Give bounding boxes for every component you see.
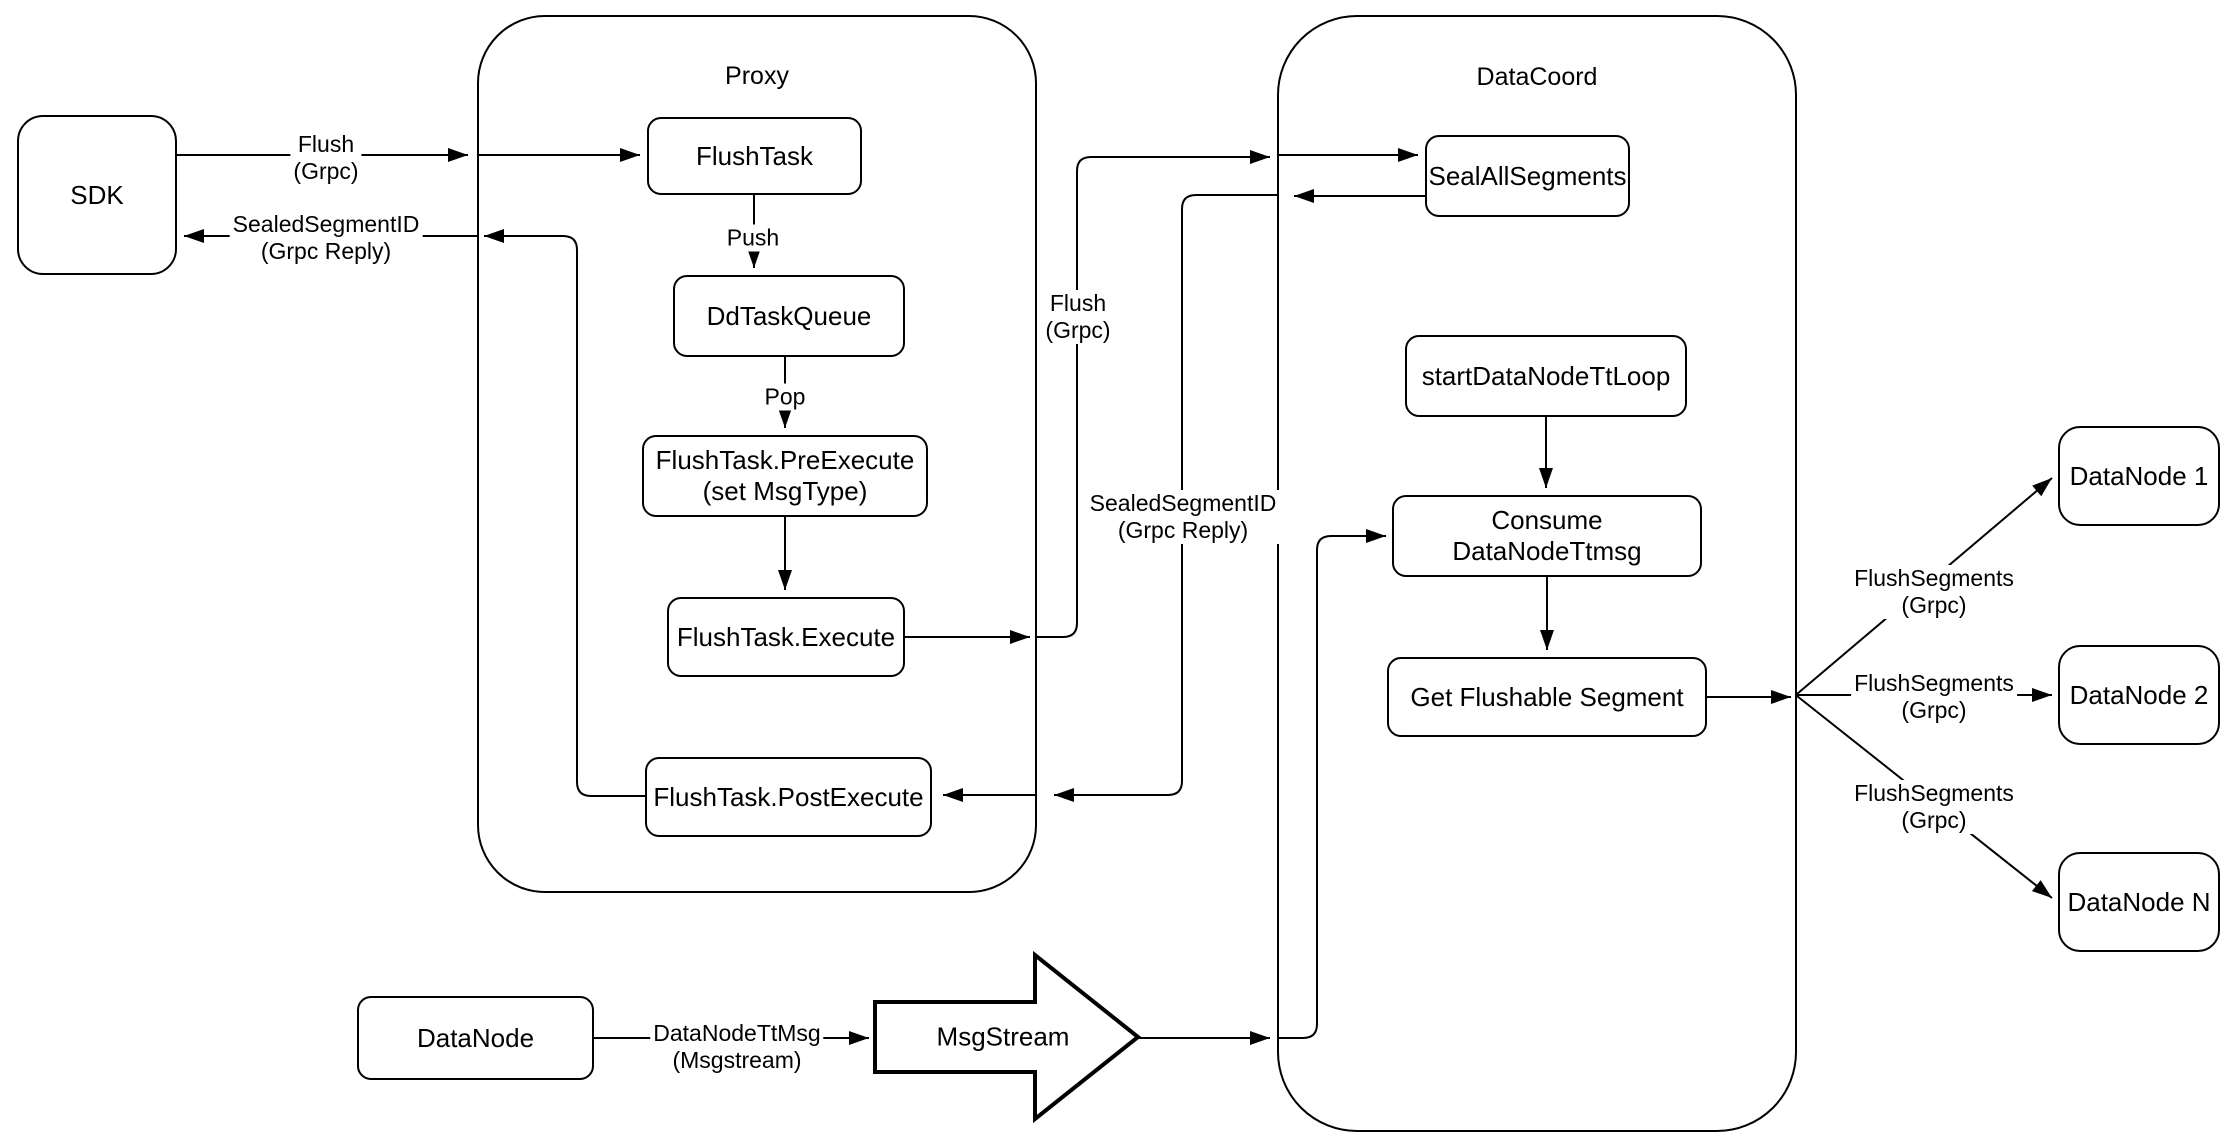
edge-label-datanodettmsg-line1: DataNodeTtMsg [653,1020,821,1046]
edge-label-flush-sdk: Flush (Grpc) [290,131,362,185]
node-flushtask: FlushTask [647,117,862,195]
edge-label-reply-mid-line1: SealedSegmentID [1089,490,1277,516]
edge-label-pop-text: Pop [764,383,806,410]
edge-label-reply-sdk-line1: SealedSegmentID [232,211,420,237]
node-datanode-source: DataNode [357,996,594,1080]
edge-label-flushsegments-1: FlushSegments (Grpc) [1851,565,2017,619]
node-datanode-1: DataNode 1 [2058,426,2220,526]
datacoord-container-title: DataCoord [1476,63,1598,91]
edge-label-reply-sdk: SealedSegmentID (Grpc Reply) [229,211,423,265]
edge-label-flushsegments-1-line1: FlushSegments [1854,565,2014,591]
node-sealallsegments-label: SealAllSegments [1428,160,1627,191]
edge-label-flushsegments-2: FlushSegments (Grpc) [1851,670,2017,724]
node-datanode-n: DataNode N [2058,852,2220,952]
node-postexecute-label: FlushTask.PostExecute [653,781,924,812]
msgstream-label: MsgStream [937,1022,1070,1053]
msgstream-label-text: MsgStream [936,1021,1070,1052]
node-datanode-n-label: DataNode N [2067,886,2211,917]
edge-label-flushsegments-3-line2: (Grpc) [1901,807,1967,833]
edge-label-push-text: Push [726,224,780,251]
edge-label-push: Push [723,224,783,252]
node-datanode-1-label: DataNode 1 [2069,460,2209,491]
node-sdk-label: SDK [70,179,124,210]
edge-label-flushsegments-1-line2: (Grpc) [1901,592,1967,618]
node-datanode-source-label: DataNode [416,1022,535,1053]
edge-datacoord-border-to-consume [1277,529,1386,1039]
node-preexecute-label-line2: (set MsgType) [702,476,868,506]
edge-label-flush-sdk-line2: (Grpc) [293,158,359,184]
datacoord-container [1277,15,1797,1132]
node-getflushablesegment: Get Flushable Segment [1387,657,1707,737]
node-preexecute-label-line1: FlushTask.PreExecute [655,445,915,476]
node-ddtaskqueue-label: DdTaskQueue [706,300,872,331]
edge-label-datanodettmsg: DataNodeTtMsg (Msgstream) [650,1020,824,1074]
node-flushtask-label: FlushTask [695,140,814,171]
proxy-container-title: Proxy [725,62,789,90]
edge-label-flushsegments-2-line2: (Grpc) [1901,697,1967,723]
node-postexecute: FlushTask.PostExecute [645,757,932,837]
node-startdatanodettloop: startDataNodeTtLoop [1405,335,1687,417]
node-execute-label: FlushTask.Execute [676,621,896,652]
node-datanode-2-label: DataNode 2 [2069,679,2209,710]
proxy-container [477,15,1037,893]
node-startdatanodettloop-label: startDataNodeTtLoop [1421,360,1671,391]
edge-label-pop: Pop [761,383,809,411]
node-sdk: SDK [17,115,177,275]
edge-label-flush-sdk-line1: Flush [297,131,355,157]
node-getflushablesegment-label: Get Flushable Segment [1410,681,1684,712]
edge-label-reply-mid: SealedSegmentID (Grpc Reply) [1086,490,1280,544]
edge-label-flushsegments-3-line1: FlushSegments [1854,780,2014,806]
node-consumedatanodettmsg-label: Consume DataNodeTtmsg [1452,505,1642,566]
edge-label-reply-sdk-line2: (Grpc Reply) [260,238,392,264]
edge-label-flushsegments-2-line1: FlushSegments [1854,670,2014,696]
node-preexecute: FlushTask.PreExecute (set MsgType) [642,435,928,517]
msgstream-arrow-shape [873,950,1142,1124]
edge-postexecute-to-proxy-border [484,229,645,797]
node-sealallsegments: SealAllSegments [1425,135,1630,217]
node-consumedatanodettmsg: Consume DataNodeTtmsg [1392,495,1702,577]
edge-label-datanodettmsg-line2: (Msgstream) [672,1047,802,1073]
node-datanode-2: DataNode 2 [2058,645,2220,745]
edge-label-flush-mid: Flush (Grpc) [1042,290,1114,344]
edge-proxy-to-datacoord-flush [1037,150,1270,638]
edge-label-flush-mid-line1: Flush [1049,290,1107,316]
edge-label-flush-mid-line2: (Grpc) [1045,317,1111,343]
node-execute: FlushTask.Execute [667,597,905,677]
edge-label-flushsegments-3: FlushSegments (Grpc) [1851,780,2017,834]
node-ddtaskqueue: DdTaskQueue [673,275,905,357]
edge-label-reply-mid-line2: (Grpc Reply) [1117,517,1249,543]
